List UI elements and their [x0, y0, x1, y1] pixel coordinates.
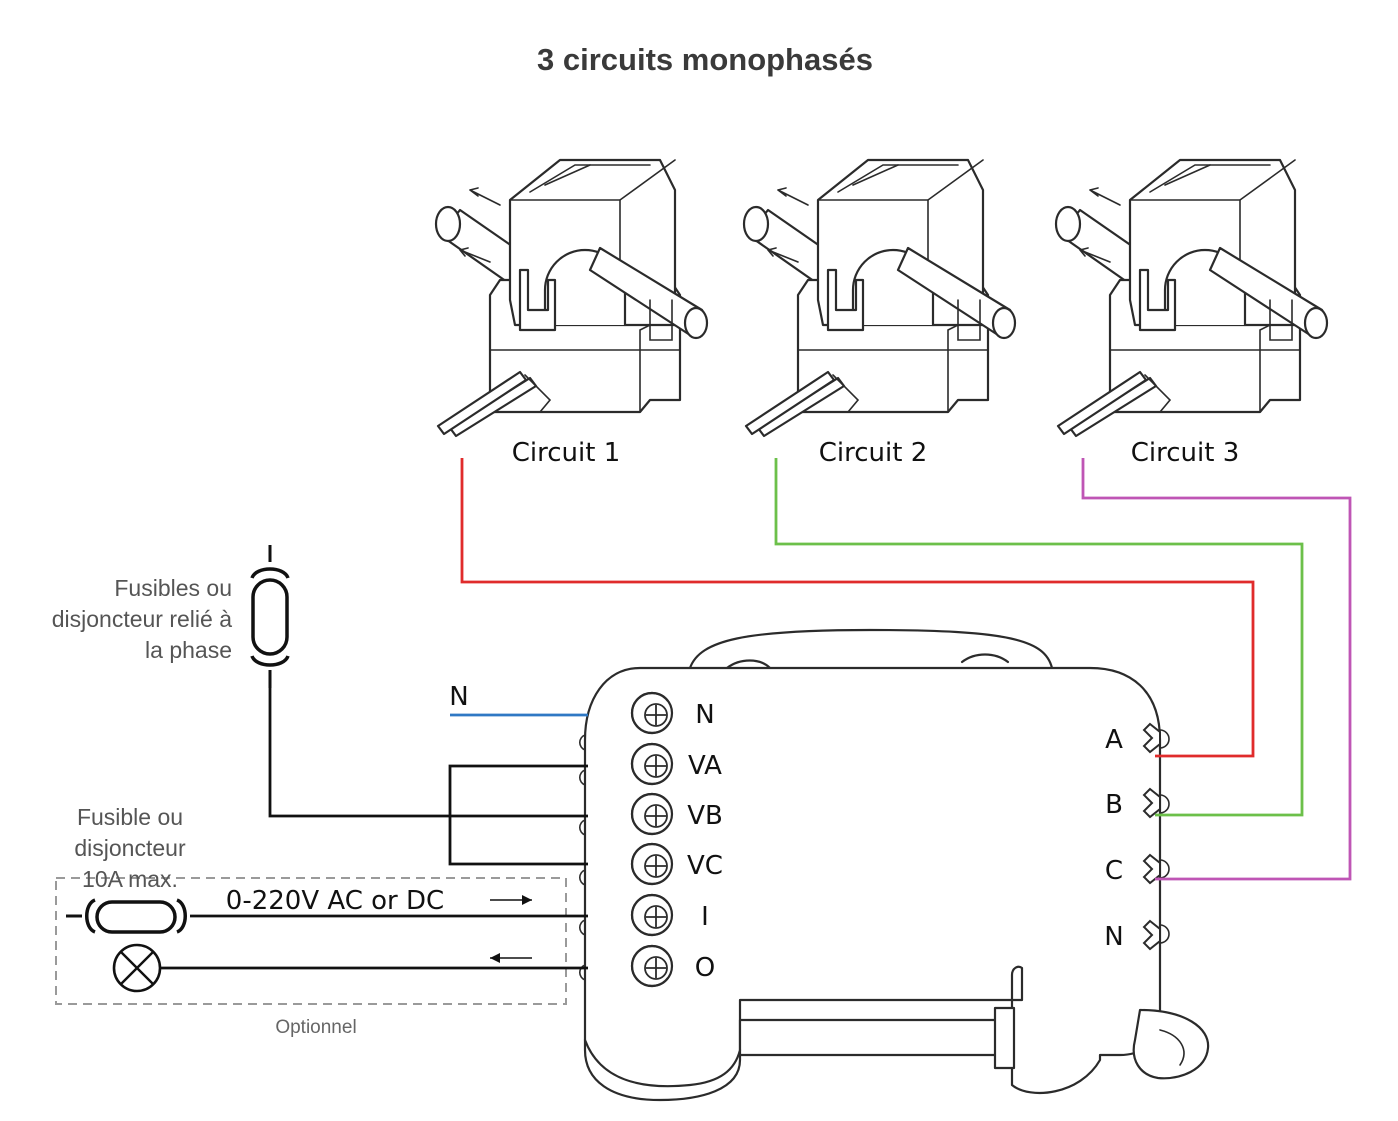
terminal-label-a: A [1105, 725, 1123, 755]
load-fuse [66, 898, 187, 934]
terminal-label-i: I [701, 902, 709, 932]
wire-circuit-1 [460, 458, 1255, 758]
arrow-right-icon [490, 895, 532, 905]
load-fuse-label-line-1: Fusible ou [77, 804, 183, 830]
arrow-left-icon [490, 953, 532, 963]
wire-va-vc-bridge [448, 764, 588, 866]
lamp-icon [112, 943, 162, 993]
current-clamp-1 [434, 158, 709, 438]
terminal-label-n: N [695, 700, 714, 730]
terminal-screw-o [630, 944, 674, 988]
load-fuse-label-line-2: disjoncteur [74, 835, 186, 861]
terminal-screw-vc [630, 842, 674, 886]
diagram-title: 3 circuits monophasés [537, 42, 873, 77]
circuit-1-label: Circuit 1 [512, 438, 621, 468]
load-fuse-label-line-3: 10A max. [82, 866, 178, 892]
terminal-screw-vb [630, 792, 674, 836]
optional-label: Optionnel [275, 1017, 356, 1038]
terminal-label-va: VA [688, 751, 722, 781]
terminal-label-c: C [1105, 856, 1123, 886]
phase-fuse-label-line-1: Fusibles ou [114, 575, 232, 601]
terminal-screw-n [630, 691, 674, 735]
terminal-label-n-right: N [1104, 922, 1123, 952]
phase-fuse-label-line-2: disjoncteur relié à [52, 606, 232, 632]
circuit-2-label: Circuit 2 [819, 438, 928, 468]
optional-circuit-box [55, 877, 567, 1005]
voltage-label: 0-220V AC or DC [226, 886, 444, 916]
terminal-label-vc: VC [687, 851, 723, 881]
wire-circuit-2 [774, 458, 1304, 817]
wire-circuit-3 [1081, 458, 1352, 881]
phase-fuse-label-line-3: la phase [145, 637, 232, 663]
current-clamp-3 [1054, 158, 1329, 438]
energy-module [579, 628, 1210, 1102]
terminal-screw-i [630, 893, 674, 937]
terminal-screw-va [630, 742, 674, 786]
terminal-label-vb: VB [687, 801, 723, 831]
circuit-3-label: Circuit 3 [1131, 438, 1240, 468]
current-clamp-2 [742, 158, 1017, 438]
terminal-label-b: B [1105, 790, 1123, 820]
phase-fuse [250, 545, 290, 688]
neutral-wire-label: N [449, 682, 468, 712]
wire-phase [268, 688, 588, 818]
terminal-label-o: O [695, 953, 715, 983]
